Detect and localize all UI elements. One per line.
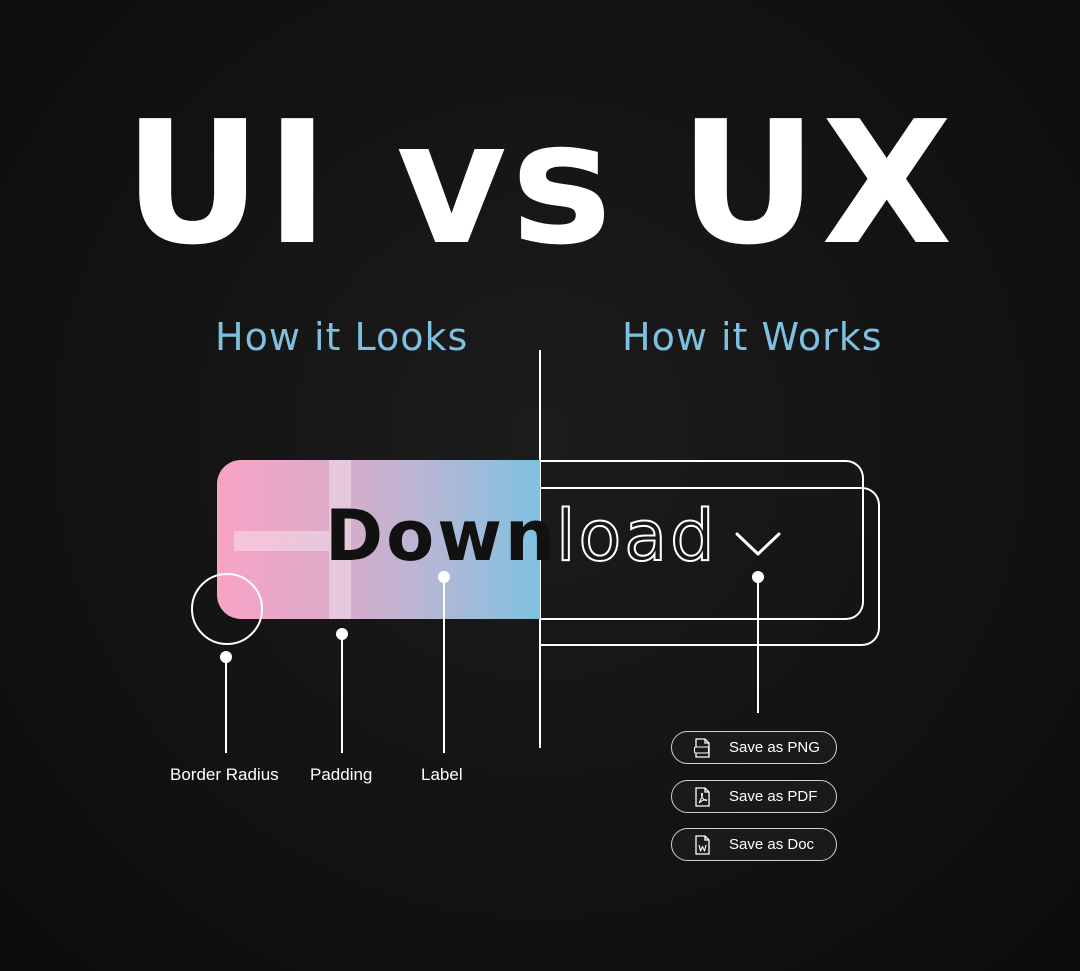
ux-download-button[interactable] [540, 460, 864, 620]
dropdown-callout-line [757, 577, 759, 713]
label-callout-dot [438, 571, 450, 583]
label-label: Label [421, 765, 463, 784]
ui-download-button[interactable] [217, 460, 540, 619]
menu-item-label: Save as PDF [729, 788, 818, 805]
dropdown-callout-dot [752, 571, 764, 583]
button-label-ui: Down [325, 495, 558, 577]
menu-item-save-doc[interactable]: Save as Doc [671, 828, 837, 861]
center-divider [539, 350, 541, 748]
border-radius-callout-dot [220, 651, 232, 663]
subtitle-ux: How it Works [622, 315, 883, 359]
button-label-ux: load [555, 495, 718, 577]
menu-item-save-png[interactable]: Save as PNG [671, 731, 837, 764]
subtitle-ui: How it Looks [215, 315, 469, 359]
doc-file-icon [695, 835, 710, 855]
border-radius-marker [191, 573, 263, 645]
chevron-down-icon[interactable] [734, 530, 782, 558]
padding-label: Padding [310, 765, 373, 784]
menu-item-label: Save as PNG [729, 739, 820, 756]
page-title: UI vs UX [123, 85, 957, 283]
menu-item-save-pdf[interactable]: Save as PDF [671, 780, 837, 813]
ux-button-shadow [540, 487, 880, 646]
padding-callout-line [341, 634, 343, 753]
pdf-file-icon [695, 787, 710, 807]
padding-indicator-horizontal [234, 531, 329, 551]
padding-indicator-vertical [329, 460, 351, 619]
border-radius-label: Border Radius [170, 765, 279, 784]
padding-callout-dot [336, 628, 348, 640]
label-callout-line [443, 577, 445, 753]
png-file-icon [694, 738, 710, 758]
border-radius-callout-line [225, 657, 227, 753]
menu-item-label: Save as Doc [729, 836, 815, 853]
